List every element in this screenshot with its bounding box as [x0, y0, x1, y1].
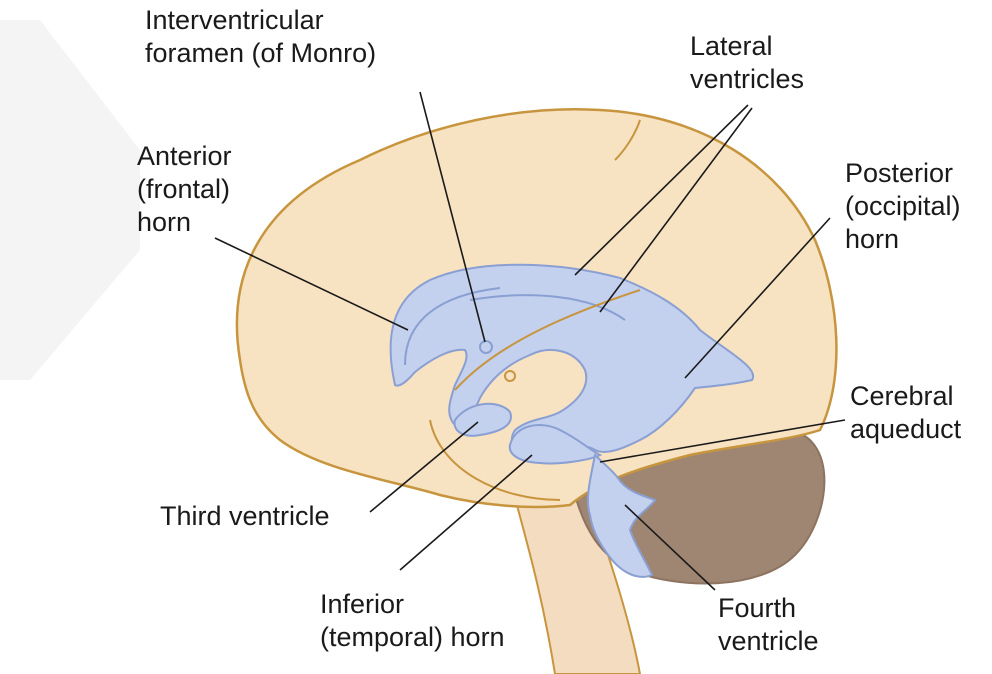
label-interventricular-foramen: Interventricular foramen (of Monro): [145, 4, 376, 70]
label-third-ventricle: Third ventricle: [160, 500, 330, 533]
watermark-chevron: [0, 20, 140, 380]
label-line: Fourth: [718, 592, 819, 625]
label-inferior-horn: Inferior (temporal) horn: [320, 588, 505, 654]
label-line: Third ventricle: [160, 500, 330, 533]
label-fourth-ventricle: Fourth ventricle: [718, 592, 819, 658]
label-line: ventricles: [690, 63, 804, 96]
label-line: Lateral: [690, 30, 804, 63]
label-posterior-horn: Posterior (occipital) horn: [845, 157, 961, 256]
label-lateral-ventricles: Lateral ventricles: [690, 30, 804, 96]
label-line: horn: [845, 223, 961, 256]
label-line: Cerebral: [850, 380, 961, 413]
label-line: Inferior: [320, 588, 505, 621]
label-line: aqueduct: [850, 413, 961, 446]
label-line: Anterior: [137, 140, 232, 173]
interventricular-foramen: [480, 341, 492, 353]
label-anterior-horn: Anterior (frontal) horn: [137, 140, 232, 239]
label-line: (temporal) horn: [320, 621, 505, 654]
label-line: (occipital): [845, 190, 961, 223]
label-line: foramen (of Monro): [145, 37, 376, 70]
label-line: horn: [137, 206, 232, 239]
label-line: ventricle: [718, 625, 819, 658]
label-line: Interventricular: [145, 4, 376, 37]
label-line: Posterior: [845, 157, 961, 190]
interthalamic-adhesion: [505, 371, 515, 381]
label-line: (frontal): [137, 173, 232, 206]
label-cerebral-aqueduct: Cerebral aqueduct: [850, 380, 961, 446]
